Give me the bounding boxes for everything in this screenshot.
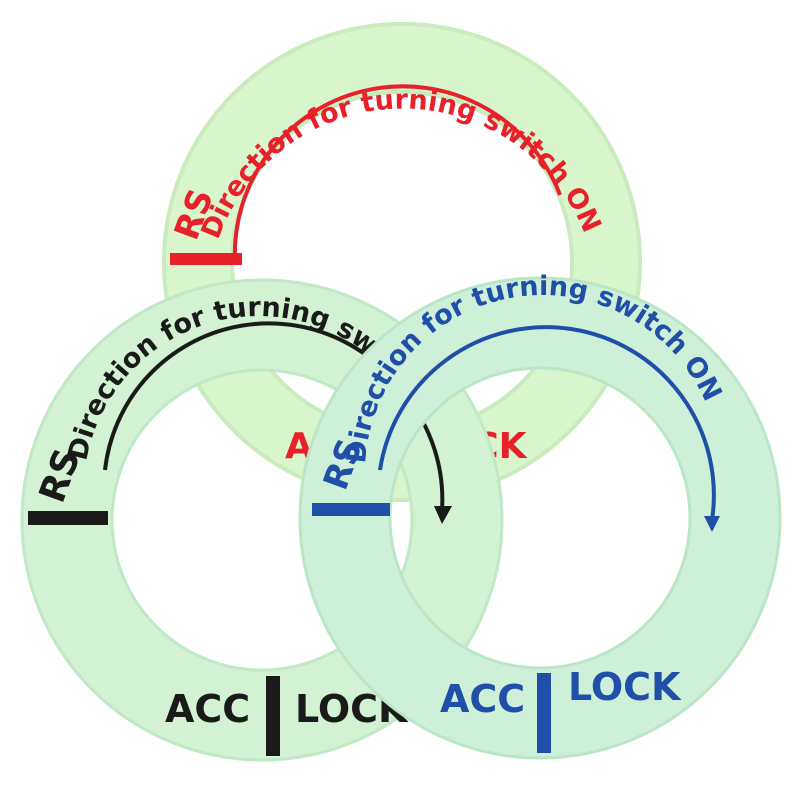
blue-arrow-head (704, 516, 720, 532)
blue-direction-arc (378, 325, 716, 521)
black-marker-bar (28, 511, 108, 525)
red-direction-arc (232, 84, 562, 263)
black-direction-arc (103, 321, 407, 471)
blue-acc-label: ACC (440, 677, 525, 721)
blue-marker-bar (312, 503, 390, 516)
blue-divider-bar (537, 673, 551, 753)
black-arrow-head (434, 506, 452, 524)
black-divider-bar (266, 676, 280, 756)
red-marker-bar (170, 253, 242, 265)
black-acc-label: ACC (165, 687, 250, 731)
blue-lock-label: LOCK (568, 665, 682, 709)
